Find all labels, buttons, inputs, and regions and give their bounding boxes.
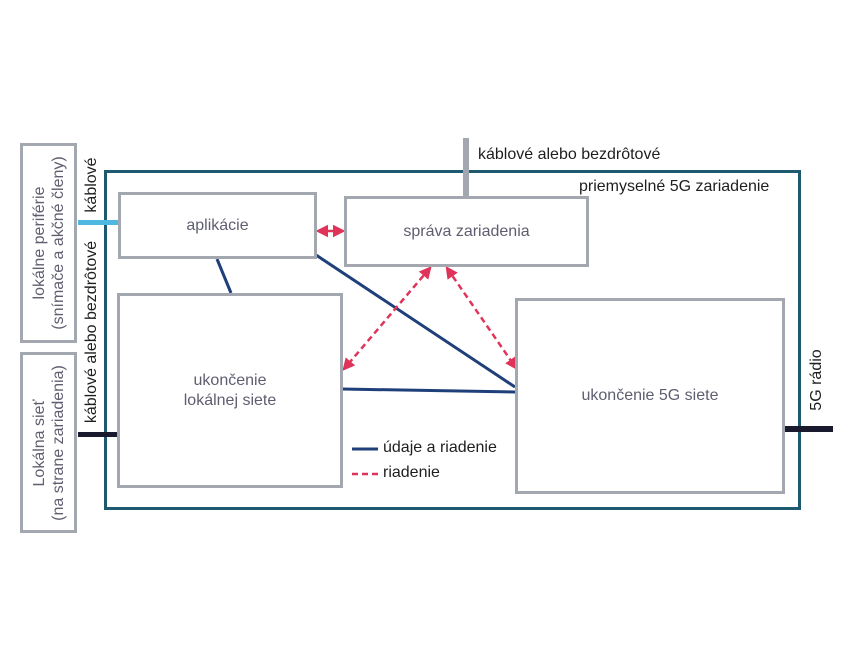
radio-port xyxy=(785,426,833,432)
local-network-termination-label: ukončenie lokálnej siete xyxy=(183,371,277,409)
device-management-block: správa zariadenia xyxy=(344,196,589,267)
link-local-5g xyxy=(341,387,516,394)
local-network-termination-block: ukončenie lokálnej siete xyxy=(117,293,343,488)
device-label: priemyselné 5G zariadenie xyxy=(579,178,770,195)
local-peripherals-box: lokálne periférie (snímače a akčné členy… xyxy=(20,143,77,343)
fiveg-termination-block: ukončenie 5G siete xyxy=(515,298,785,494)
industrial-5g-device-frame xyxy=(104,170,801,510)
link-app-local xyxy=(215,258,233,294)
legend-data-label: údaje a riadenie xyxy=(383,439,497,456)
local-network-box: Lokálna sieť (na strane zariadenia) xyxy=(20,352,77,533)
control-mgmt-local xyxy=(342,266,432,371)
top-connection-label: káblové alebo bezdrôtové xyxy=(478,146,661,163)
wired-port xyxy=(78,220,120,225)
legend-control-label: riadenie xyxy=(383,464,440,481)
top-connection-stub xyxy=(463,138,469,196)
control-mgmt-5g xyxy=(445,265,518,371)
local-network-port xyxy=(78,432,120,437)
applications-block: aplikácie xyxy=(118,192,317,259)
